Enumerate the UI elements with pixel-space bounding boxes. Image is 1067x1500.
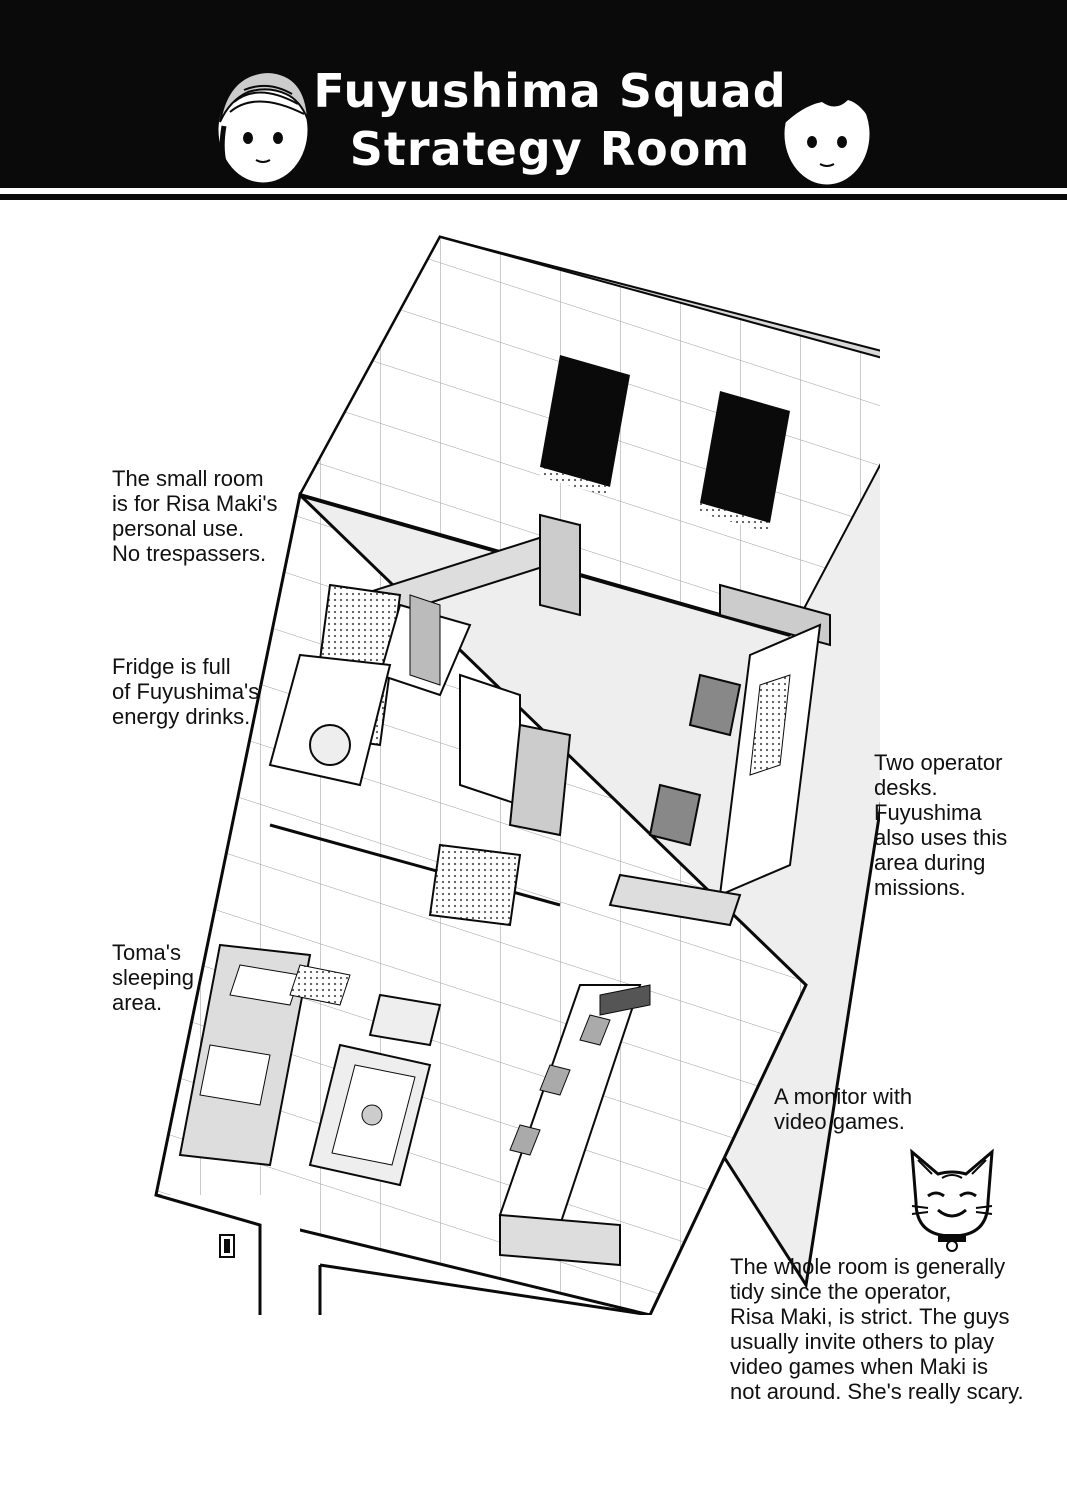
page-title: Fuyushima Squad Strategy Room bbox=[290, 62, 810, 178]
title-banner bbox=[0, 0, 1067, 188]
page-title-line-2: Strategy Room bbox=[348, 121, 751, 178]
short-hair-character-face-icon bbox=[781, 70, 873, 188]
note-sleeping-area: Toma's sleeping area. bbox=[112, 940, 194, 1015]
note-tidy-room: The whole room is generally tidy since t… bbox=[730, 1254, 1024, 1404]
note-small-room: The small room is for Risa Maki's person… bbox=[112, 466, 278, 566]
isometric-room-floor-plan bbox=[154, 235, 880, 1315]
note-monitor: A monitor with video games. bbox=[774, 1084, 913, 1134]
dreadlocks-character-face-icon bbox=[215, 70, 311, 186]
note-operator-desks: Two operator desks. Fuyushima also uses … bbox=[874, 750, 1008, 900]
smiling-cat-icon bbox=[910, 1148, 994, 1252]
note-fridge: Fridge is full of Fuyushima's energy dri… bbox=[112, 654, 260, 729]
banner-rule bbox=[0, 194, 1067, 200]
page-title-line-1: Fuyushima Squad bbox=[312, 63, 787, 120]
